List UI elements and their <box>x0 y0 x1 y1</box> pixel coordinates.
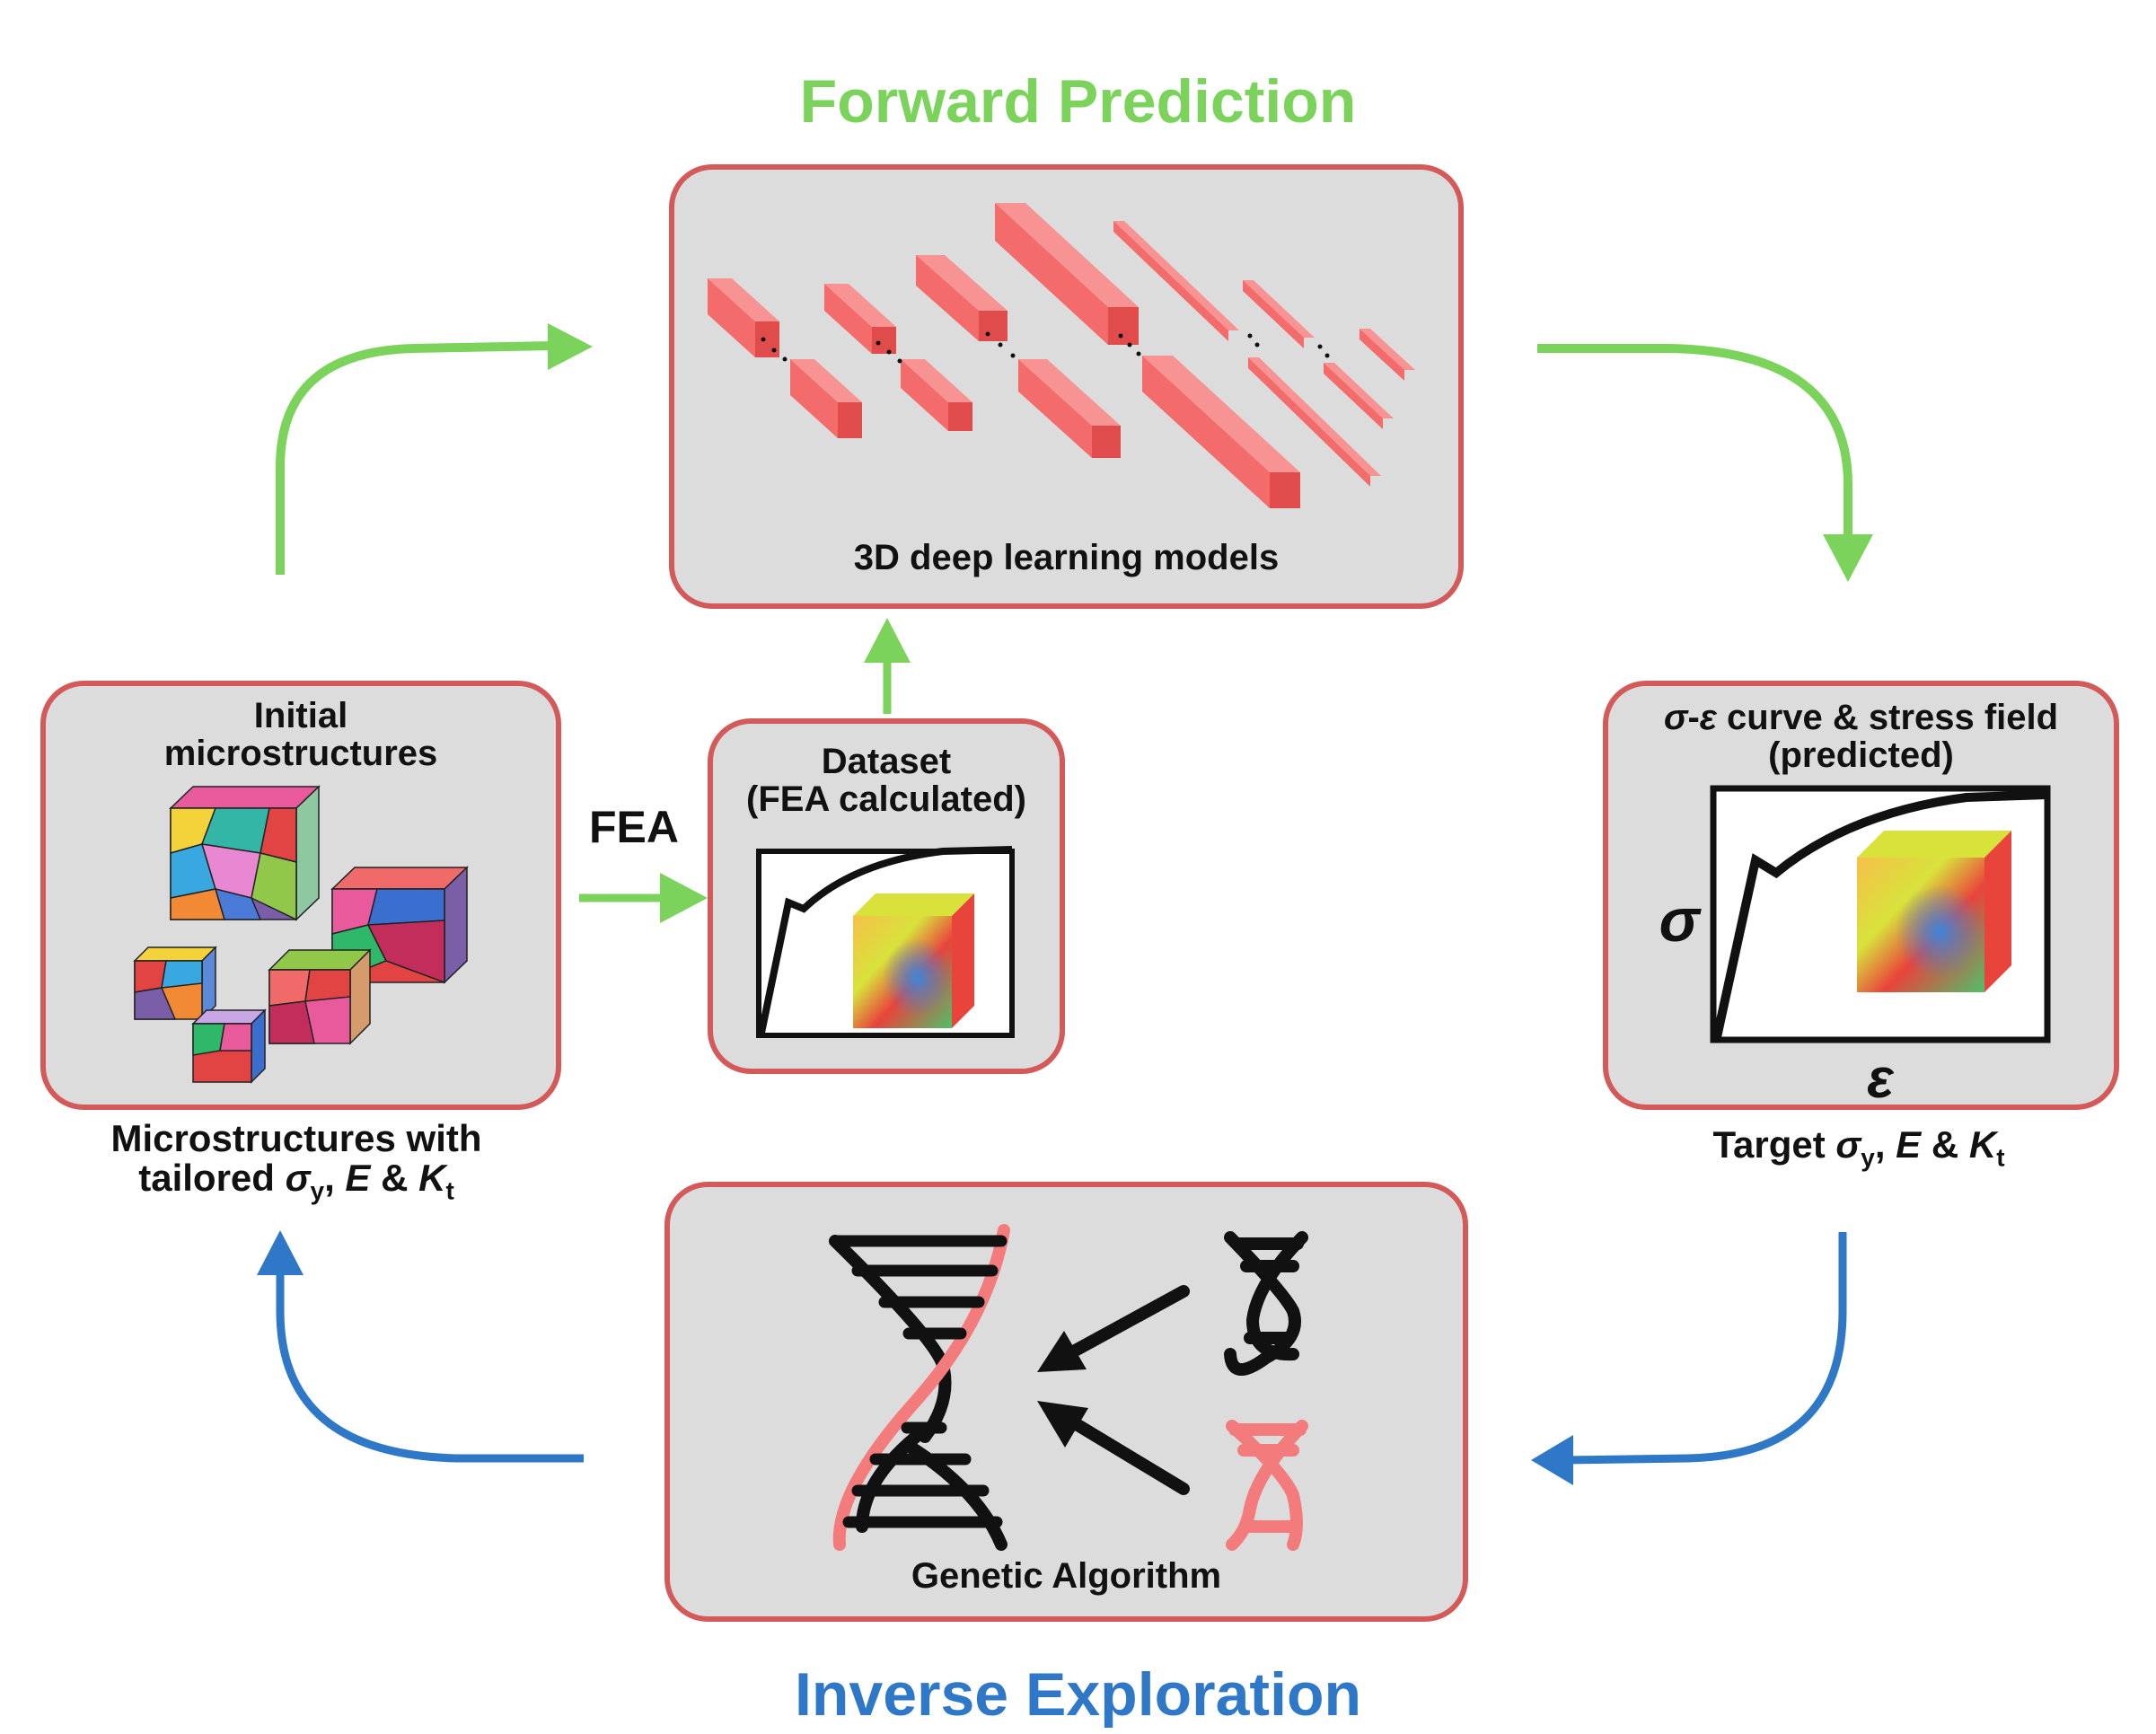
prediction-x-axis-label: ε <box>1867 1048 1895 1110</box>
arrowhead-dataset-to-model <box>864 618 911 663</box>
symbol-separator: - <box>1687 698 1700 737</box>
t-subscript: t <box>445 1176 454 1205</box>
dense-layer-1 <box>1113 221 1239 341</box>
inverse-exploration-title: Inverse Exploration <box>794 1660 1362 1729</box>
arrowhead-model-to-prediction <box>1823 534 1873 582</box>
crossover-arrowhead-lower <box>1037 1401 1088 1448</box>
dataset-stress-strain-plot <box>756 846 1015 1038</box>
prediction-stress-field-cube <box>1857 831 2011 992</box>
grain-cube-large-right <box>330 866 469 984</box>
dense-layer-4 <box>1324 363 1394 429</box>
prediction-line2: (predicted) <box>1768 735 1954 775</box>
sigma-symbol: σ <box>285 1157 311 1200</box>
prediction-y-axis-label: σ <box>1659 886 1702 955</box>
conv-block-8 <box>1142 356 1300 508</box>
target-text: Target <box>1712 1123 1836 1166</box>
initial-line2: microstructures <box>163 734 438 773</box>
y-subscript: y <box>1861 1143 1875 1172</box>
dataset-line1: Dataset <box>821 742 952 781</box>
dna-strand-pink <box>832 1224 1010 1551</box>
prediction-label: σ-ε curve & stress field (predicted) <box>1603 699 2119 774</box>
arrow-model-to-prediction <box>1537 344 1852 539</box>
conv-block-7 <box>995 203 1139 345</box>
grain-cube-medium-right <box>268 948 372 1045</box>
k-symbol: K <box>1968 1123 1997 1166</box>
t-subscript: t <box>1996 1143 2005 1172</box>
arrowhead-initial-to-model <box>548 323 593 370</box>
grain-cube-large-top <box>169 785 321 921</box>
ampersand: & <box>370 1157 419 1200</box>
dataset-stress-strain-curve <box>758 846 1013 1034</box>
layer-connectors <box>761 331 1330 364</box>
conv-block-4 <box>901 359 972 431</box>
conv-block-5 <box>916 255 1008 341</box>
initial-microstructures-label: Initial microstructures <box>40 697 561 772</box>
grain-cube-small-left <box>133 946 217 1021</box>
dense-layer-5 <box>1360 329 1415 381</box>
crossover-arrow-upper <box>1062 1285 1190 1360</box>
ampersand: & <box>1921 1123 1969 1166</box>
right-caption: Target σy, E & Kt <box>1603 1123 2115 1172</box>
conv-block-6 <box>1018 359 1121 458</box>
arrow-ga-to-microstructures <box>276 1275 584 1463</box>
dataset-stress-field-cube <box>853 893 974 1028</box>
arrowhead-fea <box>660 873 708 923</box>
genetic-algorithm-label: Genetic Algorithm <box>911 1556 1222 1596</box>
forward-prediction-title: Forward Prediction <box>799 67 1357 136</box>
dna-rungs-top <box>829 1235 1008 1340</box>
microstructure-cubes <box>133 785 469 1084</box>
initial-line1: Initial <box>253 696 348 735</box>
crossover-arrow-lower <box>1064 1414 1190 1495</box>
k-symbol: K <box>418 1157 446 1200</box>
dataset-label: Dataset (FEA calculated) <box>708 743 1065 818</box>
dense-layer-3 <box>1243 280 1315 348</box>
dna-illustration <box>829 1224 1308 1551</box>
left-caption-line1: Microstructures with <box>110 1117 482 1159</box>
arrow-target-to-ga <box>1562 1232 1847 1465</box>
dense-layer-2 <box>1248 357 1381 487</box>
conv-block-1 <box>708 278 779 357</box>
prediction-stress-strain-curve <box>1712 790 2048 1039</box>
deep-learning-label: 3D deep learning models <box>853 538 1280 577</box>
left-caption-line2: tailored σy, E & Kt <box>40 1158 552 1204</box>
dna-small-black <box>1224 1231 1308 1377</box>
conv-block-3 <box>824 284 896 354</box>
neural-network-layers <box>708 203 1415 508</box>
arrowhead-ga-to-microstructures <box>257 1230 304 1275</box>
dataset-line2: (FEA calculated) <box>746 779 1026 819</box>
e-symbol: E <box>345 1157 371 1200</box>
arrow-initial-to-model <box>276 341 553 575</box>
y-subscript: y <box>310 1176 325 1205</box>
genetic-algorithm-panel <box>664 1182 1468 1622</box>
grain-cube-small-center <box>191 1008 267 1084</box>
left-caption: Microstructures with tailored σy, E & Kt <box>40 1117 552 1204</box>
epsilon-symbol: ε <box>1699 698 1717 737</box>
crossover-arrowhead-upper <box>1037 1331 1087 1372</box>
comma: , <box>1874 1123 1896 1166</box>
prediction-line1: σ-ε curve & stress field <box>1603 699 2119 736</box>
tailored-text: tailored <box>138 1157 286 1200</box>
dna-small-pink <box>1226 1420 1308 1551</box>
prediction-stress-strain-plot: σ ε <box>1659 785 2051 1110</box>
fea-edge-label: FEA <box>589 802 679 852</box>
arrowhead-target-to-ga <box>1531 1435 1573 1485</box>
sigma-symbol: σ <box>1835 1123 1861 1166</box>
dna-rungs-bottom <box>842 1422 1003 1528</box>
prediction-line1-rest: curve & stress field <box>1716 698 2059 737</box>
comma: , <box>324 1157 346 1200</box>
conv-block-2 <box>790 359 862 438</box>
sigma-symbol: σ <box>1663 698 1688 737</box>
e-symbol: E <box>1896 1123 1922 1166</box>
